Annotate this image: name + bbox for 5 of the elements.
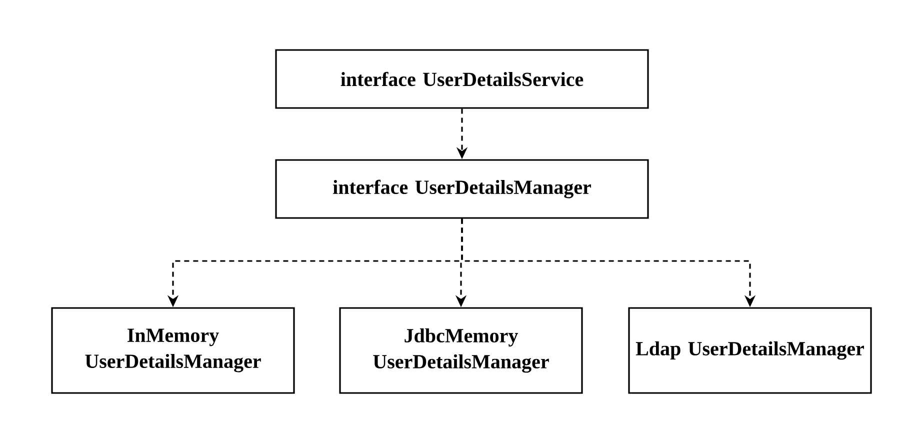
class-box: JdbcMemory UserDetailsManager xyxy=(339,307,583,394)
class-box: Ldap UserDetailsManager xyxy=(628,307,872,394)
class-box: interface UserDetailsService xyxy=(275,49,649,109)
class-box: InMemory UserDetailsManager xyxy=(51,307,295,394)
class-box: interface UserDetailsManager xyxy=(275,159,649,219)
